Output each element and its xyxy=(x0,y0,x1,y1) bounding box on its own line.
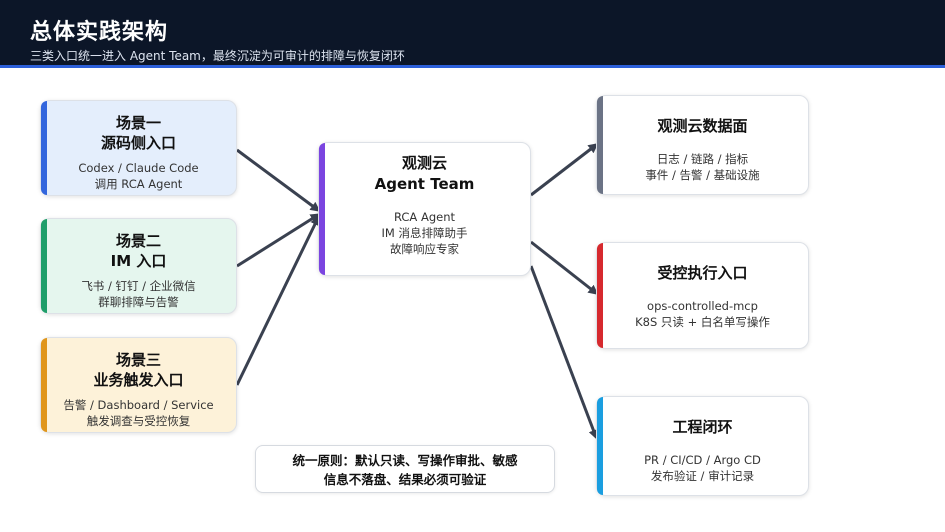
agent-team-accent-bar xyxy=(319,143,325,275)
scene-2-title: 场景二 IM 入口 xyxy=(110,232,167,270)
scene-box-3: 场景三 业务触发入口 告警 / Dashboard / Service 触发调查… xyxy=(40,337,237,433)
page-subtitle: 三类入口统一进入 Agent Team，最终沉淀为可审计的排障与恢复闭环 xyxy=(30,49,405,63)
agent-item: RCA Agent xyxy=(393,210,455,224)
principle-note: 统一原则：默认只读、写操作审批、敏感 信息不落盘、结果必须可验证 xyxy=(255,445,555,493)
output-1-title: 观测云数据面 xyxy=(657,117,748,135)
scene-box-2: 场景二 IM 入口 飞书 / 钉钉 / 企业微信 群聊排障与告警 xyxy=(40,218,237,314)
arrow-scene2-to-center xyxy=(236,213,321,268)
scene-box-1: 场景一 源码侧入口 Codex / Claude Code 调用 RCA Age… xyxy=(40,100,237,196)
scene-3-accent-bar xyxy=(41,338,47,432)
output-2-desc: ops-controlled-mcp K8S 只读 + 白名单写操作 xyxy=(635,299,770,329)
output-3-title: 工程闭环 xyxy=(672,418,733,436)
agent-item: IM 消息排障助手 xyxy=(381,226,468,240)
scene-3-title: 场景三 业务触发入口 xyxy=(93,351,184,389)
page-title: 总体实践架构 xyxy=(30,20,169,45)
scene-1-title: 场景一 源码侧入口 xyxy=(100,114,176,152)
arrow-center-to-loop xyxy=(529,265,599,440)
scene-1-desc: Codex / Claude Code 调用 RCA Agent xyxy=(78,161,199,191)
output-3-desc: PR / CI/CD / Argo CD 发布验证 / 审计记录 xyxy=(644,453,761,483)
principle-line-1: 统一原则：默认只读、写操作审批、敏感 xyxy=(292,453,518,468)
agent-team-box: 观测云 Agent Team RCA Agent IM 消息排障助手 故障响应专… xyxy=(318,142,531,276)
scene-1-accent-bar xyxy=(41,101,47,195)
output-box-engineering-loop: 工程闭环 PR / CI/CD / Argo CD 发布验证 / 审计记录 xyxy=(596,396,809,496)
principle-line-2: 信息不落盘、结果必须可验证 xyxy=(323,472,487,487)
arrow-center-to-exec xyxy=(530,240,599,295)
arrow-center-to-data xyxy=(530,143,599,197)
output-3-accent-bar xyxy=(597,397,603,495)
scene-3-desc: 告警 / Dashboard / Service 触发调查与受控恢复 xyxy=(63,398,214,428)
agent-team-members: RCA Agent IM 消息排障助手 故障响应专家 xyxy=(319,209,530,257)
output-1-accent-bar xyxy=(597,96,603,194)
output-box-controlled-exec: 受控执行入口 ops-controlled-mcp K8S 只读 + 白名单写操… xyxy=(596,242,809,349)
agent-item: 故障响应专家 xyxy=(390,242,459,256)
arrow-scene3-to-center xyxy=(235,215,320,386)
output-1-desc: 日志 / 链路 / 指标 事件 / 告警 / 基础设施 xyxy=(645,152,760,182)
arrow-scene1-to-center xyxy=(236,148,321,212)
output-box-data-plane: 观测云数据面 日志 / 链路 / 指标 事件 / 告警 / 基础设施 xyxy=(596,95,809,195)
scene-2-accent-bar xyxy=(41,219,47,313)
scene-2-desc: 飞书 / 钉钉 / 企业微信 群聊排障与告警 xyxy=(81,279,196,309)
header-banner: 总体实践架构 三类入口统一进入 Agent Team，最终沉淀为可审计的排障与恢… xyxy=(0,0,945,68)
output-2-accent-bar xyxy=(597,243,603,348)
output-2-title: 受控执行入口 xyxy=(657,264,748,282)
agent-team-title: 观测云 Agent Team xyxy=(374,154,475,193)
